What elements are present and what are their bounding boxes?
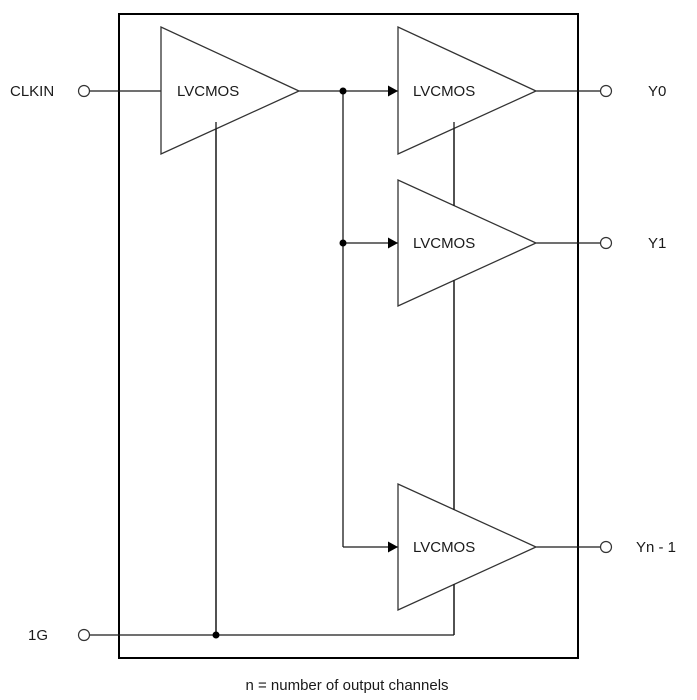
yn-pin xyxy=(599,540,613,554)
output-buffer-y0 xyxy=(397,25,538,156)
device-outline xyxy=(118,13,579,659)
output-buffer-yn-label: LVCMOS xyxy=(413,539,475,556)
y0-pin xyxy=(599,84,613,98)
clkin-pin xyxy=(77,84,91,98)
input-buffer xyxy=(160,25,301,156)
enable-pin xyxy=(77,628,91,642)
footnote: n = number of output channels xyxy=(245,677,448,694)
clkin-label: CLKIN xyxy=(10,83,54,100)
enable-label: 1G xyxy=(28,627,48,644)
output-buffer-y0-label: LVCMOS xyxy=(413,83,475,100)
junction-dot-top xyxy=(339,87,347,95)
arrow-to-y0-buffer xyxy=(388,85,398,97)
yn-label: Yn - 1 xyxy=(636,539,676,556)
junction-dot-enable xyxy=(212,631,220,639)
input-buffer-label: LVCMOS xyxy=(177,83,239,100)
arrow-to-yn-buffer xyxy=(388,541,398,553)
junction-dot-middle xyxy=(339,239,347,247)
y1-pin xyxy=(599,236,613,250)
y0-label: Y0 xyxy=(648,83,666,100)
y1-label: Y1 xyxy=(648,235,666,252)
output-buffer-y1-label: LVCMOS xyxy=(413,235,475,252)
arrow-to-y1-buffer xyxy=(388,237,398,249)
